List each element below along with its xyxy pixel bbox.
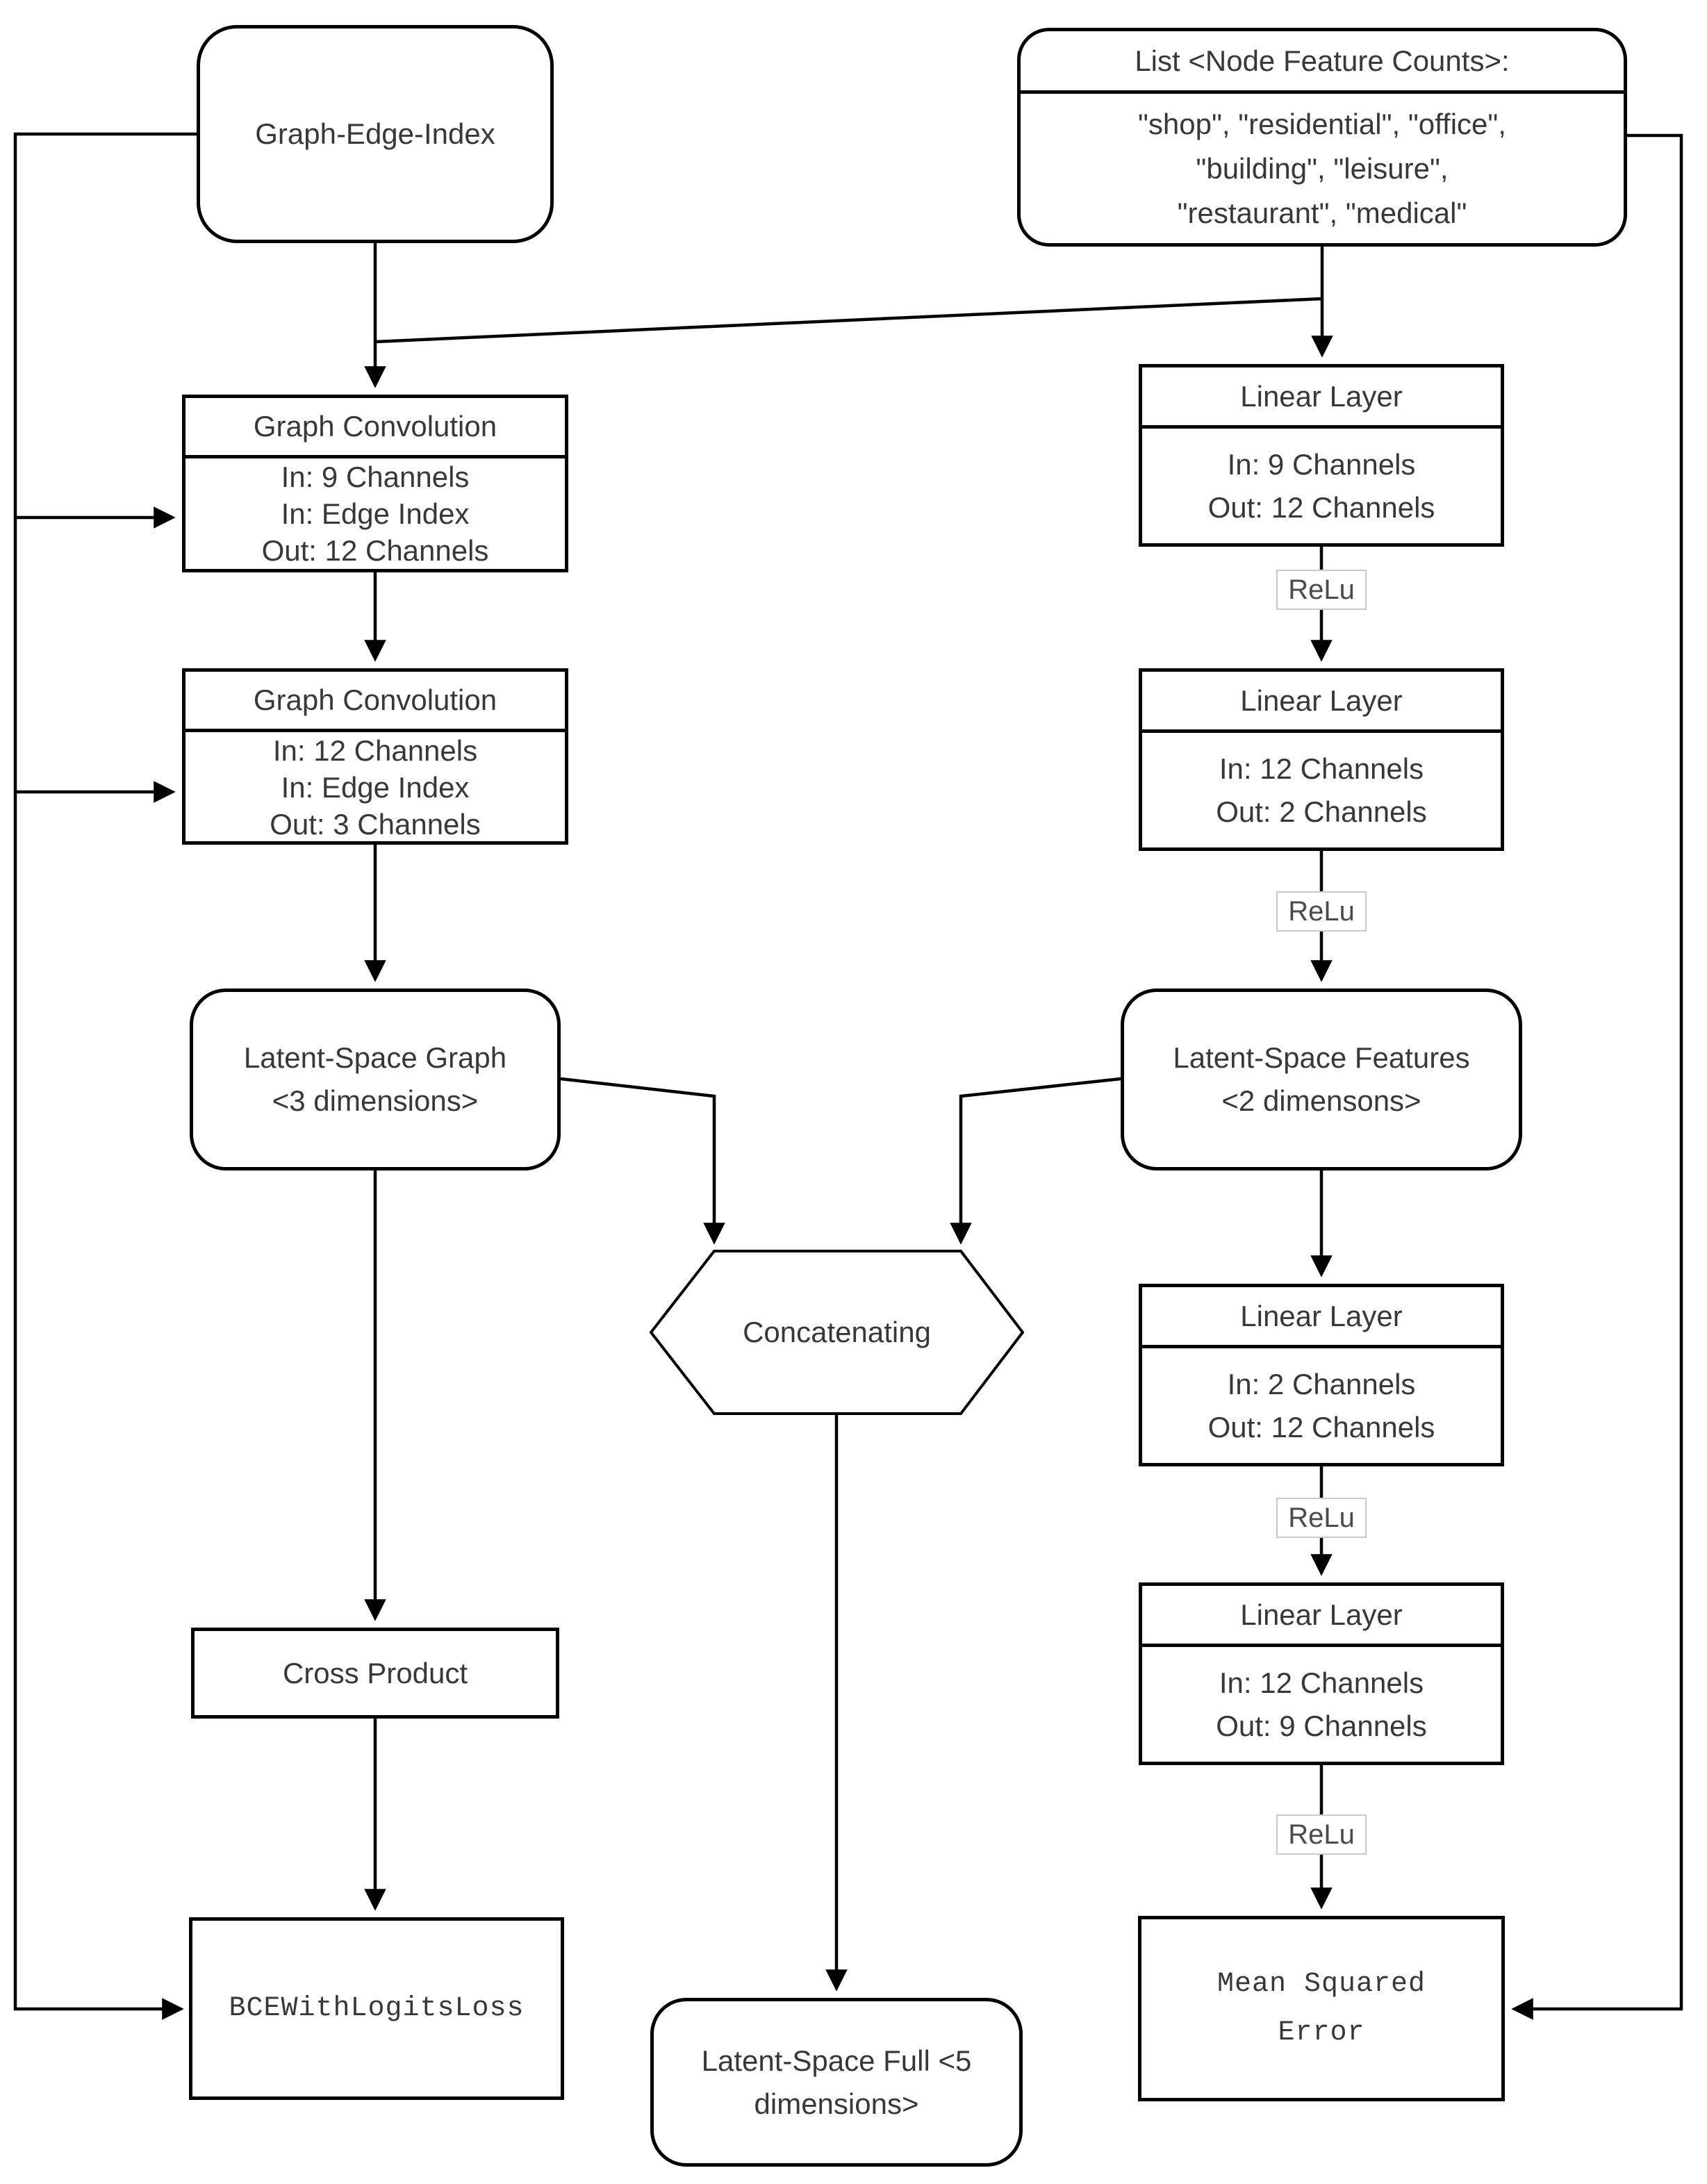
linear-layer-3-title: Linear Layer [1142,1287,1501,1348]
edge-list-to-mse-rail [1511,133,1683,2020]
graph-convolution-2-title: Graph Convolution [185,672,565,732]
linear-layer-4-line: In: 12 Channels [1219,1666,1424,1699]
node-feature-list-line: "restaurant", "medical" [1177,196,1467,229]
bce-with-logits-loss-label: BCEWithLogitsLoss [229,1993,525,2024]
linear-layer-4-title: Linear Layer [1142,1586,1501,1647]
linear-layer-3-line: In: 2 Channels [1227,1367,1416,1400]
graph-convolution-2-line: Out: 3 Channels [270,808,481,841]
linear-layer-3-node: Linear Layer In: 2 Channels Out: 12 Chan… [1139,1284,1504,1466]
node-feature-list-node: List <Node Feature Counts>: "shop", "res… [1017,28,1627,247]
bce-with-logits-loss-node: BCEWithLogitsLoss [189,1917,564,2100]
linear-layer-1-node: Linear Layer In: 9 Channels Out: 12 Chan… [1139,364,1504,547]
latent-space-features-line: Latent-Space Features [1173,1041,1470,1074]
mean-squared-error-line: Error [1278,2017,1365,2049]
linear-layer-4-line: Out: 9 Channels [1216,1709,1427,1742]
linear-layer-2-node: Linear Layer In: 12 Channels Out: 2 Chan… [1139,668,1504,851]
latent-space-graph-node: Latent-Space Graph <3 dimensions> [190,988,561,1170]
latent-space-full-line: Latent-Space Full <5 [701,2044,972,2077]
mean-squared-error-line: Mean Squared [1217,1968,1426,2000]
graph-edge-index-label: Graph-Edge-Index [255,117,495,150]
linear-layer-2-line: Out: 2 Channels [1216,795,1427,828]
linear-layer-4-node: Linear Layer In: 12 Channels Out: 9 Chan… [1139,1582,1504,1765]
latent-space-full-line: dimensions> [754,2087,919,2120]
relu-label-2: ReLu [1276,891,1367,932]
concatenating-label: Concatenating [743,1316,931,1348]
linear-layer-3-line: Out: 12 Channels [1207,1410,1435,1443]
linear-layer-1-line: Out: 12 Channels [1207,490,1435,524]
mean-squared-error-node: Mean Squared Error [1138,1916,1505,2101]
graph-convolution-1-line: In: 9 Channels [281,461,470,493]
latent-space-graph-line: Latent-Space Graph [243,1041,507,1074]
cross-product-label: Cross Product [282,1656,468,1689]
node-feature-list-title: List <Node Feature Counts>: [1021,31,1624,94]
linear-layer-2-title: Linear Layer [1142,672,1501,733]
graph-convolution-2-node: Graph Convolution In: 12 Channels In: Ed… [182,668,568,845]
edge-latent-graph-to-concatenating [560,1077,725,1245]
graph-convolution-2-line: In: 12 Channels [272,734,478,767]
graph-convolution-2-line: In: Edge Index [281,771,470,804]
cross-product-node: Cross Product [191,1628,559,1719]
concatenating-hexagon-shape [649,1250,1025,1415]
edge-list-to-graph-conv-branch [374,297,1323,344]
relu-label-3: ReLu [1276,1498,1367,1538]
relu-label-1: ReLu [1276,570,1367,610]
latent-space-features-node: Latent-Space Features <2 dimensons> [1121,988,1522,1170]
graph-convolution-1-node: Graph Convolution In: 9 Channels In: Edg… [182,395,568,572]
latent-space-features-line: <2 dimensons> [1221,1084,1421,1117]
graph-edge-index-node: Graph-Edge-Index [197,25,554,243]
graph-convolution-1-title: Graph Convolution [185,398,565,458]
node-feature-list-line: "building", "leisure", [1196,151,1449,185]
edge-latent-features-to-concatenating [950,1077,1121,1245]
concatenating-node: Concatenating [651,1251,1023,1414]
linear-layer-1-line: In: 9 Channels [1227,447,1416,481]
node-feature-list-line: "shop", "residential", "office", [1138,107,1506,140]
edge-graph-edge-index-to-bce-rail [13,132,197,2020]
latent-space-graph-line: <3 dimensions> [272,1084,479,1117]
latent-space-full-node: Latent-Space Full <5 dimensions> [650,1998,1023,2167]
graph-convolution-1-line: Out: 12 Channels [261,534,489,567]
linear-layer-2-line: In: 12 Channels [1219,752,1424,785]
graph-convolution-1-line: In: Edge Index [281,497,470,530]
linear-layer-1-title: Linear Layer [1142,367,1501,429]
relu-label-4: ReLu [1276,1814,1367,1855]
